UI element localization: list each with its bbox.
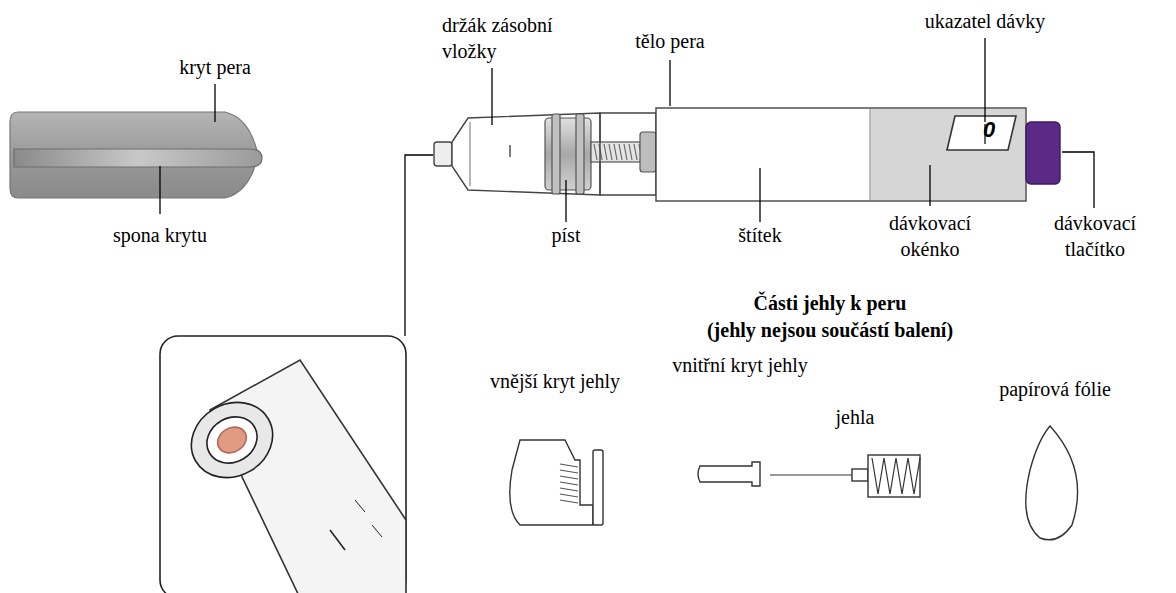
needle-parts — [510, 426, 1078, 540]
part-label: ukazatel dávky — [900, 8, 1070, 34]
part-label: papírová fólie — [980, 376, 1130, 402]
part-label: spona krytu — [90, 222, 230, 248]
section-heading: (jehly nejsou součástí balení) — [620, 317, 1040, 343]
leader-lines — [160, 38, 1094, 336]
part-label: držák zásobní vložky — [442, 12, 582, 64]
pen-body — [600, 108, 1060, 201]
part-label: vnější kryt jehly — [490, 368, 620, 394]
part-label: dávkovací okénko — [875, 210, 985, 262]
part-label: tělo pera — [610, 28, 730, 54]
pen-cap — [10, 112, 262, 198]
dose-number: 0 — [974, 117, 1004, 143]
cartridge-holder — [434, 113, 600, 195]
piston — [545, 114, 657, 194]
part-label: píst — [526, 222, 606, 248]
section-heading: Části jehly k peru — [640, 290, 1020, 316]
part-label: jehla — [815, 404, 895, 430]
part-label: štítek — [710, 222, 810, 248]
part-label: kryt pera — [150, 54, 280, 80]
part-label: dávkovací tlačítko — [1030, 210, 1160, 262]
part-label: vnitřní kryt jehly — [670, 352, 810, 378]
inset-detail — [160, 336, 406, 593]
